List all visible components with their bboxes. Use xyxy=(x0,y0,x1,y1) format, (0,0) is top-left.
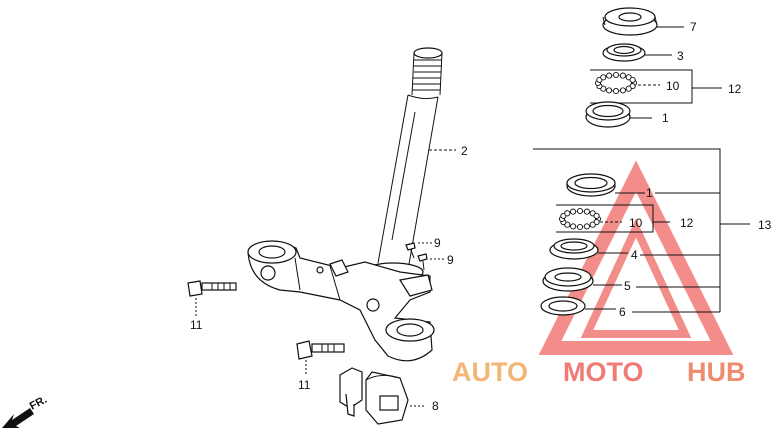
watermark-triangle xyxy=(538,160,734,355)
part-3-cone-race xyxy=(602,43,646,62)
watermark-hub: HUB xyxy=(687,357,746,387)
label-10-upper: 10 xyxy=(666,79,680,93)
part-8-lock-key xyxy=(339,367,409,425)
part-5-dust-seal xyxy=(542,267,594,292)
bearing-ball xyxy=(576,207,584,215)
bearing-ball xyxy=(570,208,577,215)
label-5: 5 xyxy=(624,279,631,293)
bearing-ball xyxy=(564,210,571,217)
callout-labels: 7 3 10 12 1 2 1 10 12 13 9 9 4 5 6 11 11… xyxy=(28,20,772,413)
part-11-bolt-left xyxy=(187,280,237,297)
label-1-upper: 1 xyxy=(662,111,669,125)
part-11-bolt-right xyxy=(296,340,345,360)
part-4-cone-race xyxy=(549,238,599,260)
label-9-upper: 9 xyxy=(434,236,441,250)
front-arrow-icon xyxy=(2,408,34,428)
bearing-ball xyxy=(570,223,577,230)
watermark-text: AUTO MOTO HUB xyxy=(452,357,746,387)
label-front: FR. xyxy=(28,394,49,413)
label-12-lower: 12 xyxy=(680,216,694,230)
bearing-ball xyxy=(612,87,620,95)
bearing-ball xyxy=(576,223,584,231)
label-2: 2 xyxy=(461,144,468,158)
label-4: 4 xyxy=(631,248,638,262)
part-1-race-lower xyxy=(566,173,616,197)
label-7: 7 xyxy=(690,20,697,34)
bearing-ball xyxy=(619,72,626,79)
bearing-ball xyxy=(600,74,607,81)
watermark-logo xyxy=(538,160,734,355)
watermark-moto: MOTO xyxy=(563,357,644,387)
bearing-ball xyxy=(593,212,600,219)
bearing-ball xyxy=(583,223,590,230)
label-9-lower: 9 xyxy=(447,253,454,267)
part-9-screws xyxy=(405,242,428,271)
part-10-ball-ring-upper xyxy=(594,71,638,95)
bearing-ball xyxy=(583,208,590,215)
label-6: 6 xyxy=(619,305,626,319)
label-13: 13 xyxy=(758,218,772,232)
label-1-lower: 1 xyxy=(646,186,653,200)
bearing-ball xyxy=(589,221,596,228)
label-10-lower: 10 xyxy=(629,216,643,230)
label-11-left: 11 xyxy=(190,318,203,332)
part-6-washer xyxy=(540,296,586,316)
bearing-ball xyxy=(619,87,626,94)
bearing-ball xyxy=(629,76,636,83)
label-3: 3 xyxy=(677,49,684,63)
part-7-nut xyxy=(602,7,658,36)
bearing-ball xyxy=(606,72,613,79)
bearing-ball xyxy=(606,87,613,94)
watermark-inner-triangle xyxy=(580,218,692,338)
label-12-upper: 12 xyxy=(728,82,742,96)
bearing-ball xyxy=(625,85,632,92)
part-10-ball-ring-lower xyxy=(558,207,602,231)
part-1-race-upper xyxy=(585,101,631,128)
bearing-ball xyxy=(612,71,620,79)
part-2-steering-stem xyxy=(362,47,443,282)
watermark-auto: AUTO xyxy=(452,357,528,387)
label-8: 8 xyxy=(432,399,439,413)
label-11-right: 11 xyxy=(298,378,311,392)
part-bottom-bridge xyxy=(247,240,435,362)
